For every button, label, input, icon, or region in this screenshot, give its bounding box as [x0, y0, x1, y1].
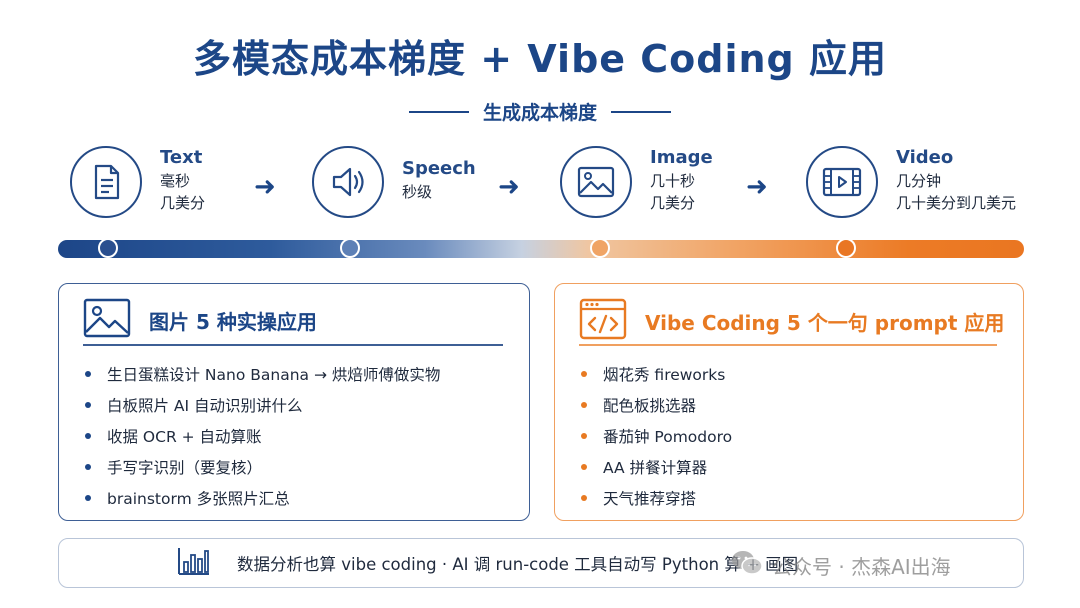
list-item: 番茄钟 Pomodoro [581, 420, 732, 451]
modality-video: Video 几分钟 几十美分到几美元 [806, 146, 1016, 218]
list-item: 配色板挑选器 [581, 389, 732, 420]
modality-name: Video [896, 147, 954, 168]
image-applications-list: 生日蛋糕设计 Nano Banana → 烘焙师傅做实物 白板照片 AI 自动识… [85, 358, 440, 513]
list-item-text: 手写字识别（要复核） [107, 458, 263, 477]
code-window-icon [579, 298, 627, 344]
vibe-coding-list: 烟花秀 fireworks 配色板挑选器 番茄钟 Pomodoro AA 拼餐计… [581, 358, 732, 513]
list-item-text: brainstorm 多张照片汇总 [107, 489, 290, 508]
bullet [581, 370, 587, 377]
card-divider [579, 344, 997, 346]
bar-chart-icon [177, 546, 211, 580]
modality-name: Image [650, 147, 713, 168]
bullet [581, 432, 587, 439]
modality-latency: 几分钟 [896, 172, 942, 190]
list-item: AA 拼餐计算器 [581, 451, 732, 482]
watermark: 公众号 · 杰森AI出海 [730, 548, 951, 582]
footer-banner: 数据分析也算 vibe coding · AI 调 run-code 工具自动写… [58, 538, 1024, 588]
modality-latency: 毫秒 [160, 172, 191, 190]
list-item-text: 白板照片 AI 自动识别讲什么 [107, 396, 303, 415]
bullet [581, 401, 587, 408]
subtitle-left-rule [408, 110, 469, 113]
bullet [85, 432, 91, 439]
bullet [85, 463, 91, 470]
list-item-text: AA 拼餐计算器 [603, 458, 708, 477]
subtitle-right-rule [611, 110, 671, 113]
subtitle: 生成成本梯度 [482, 102, 597, 124]
modality-image: Image 几十秒 几美分 [560, 146, 713, 218]
arrow-icon: ➜ [746, 172, 768, 202]
list-item-text: 天气推荐穿搭 [603, 489, 697, 508]
modality-cost: 几十美分到几美元 [896, 194, 1017, 212]
footer-text: 数据分析也算 vibe coding · AI 调 run-code 工具自动写… [237, 555, 799, 574]
list-item: 收据 OCR + 自动算账 [85, 420, 440, 451]
modality-speech: Speech 秒级 [312, 146, 476, 218]
list-item-text: 配色板挑选器 [603, 396, 697, 415]
bullet [85, 370, 91, 377]
list-item-text: 番茄钟 Pomodoro [603, 427, 733, 446]
scale-marker-image [590, 238, 610, 258]
picture-icon [83, 298, 131, 342]
modality-latency: 几十秒 [650, 172, 696, 190]
scale-marker-speech [340, 238, 360, 258]
speaker-icon [312, 146, 384, 218]
subtitle-row: 生成成本梯度 [0, 98, 1080, 125]
list-item: 天气推荐穿搭 [581, 482, 732, 513]
wechat-icon [730, 548, 764, 582]
document-icon [70, 146, 142, 218]
modality-text: Text 毫秒 几美分 [70, 146, 205, 218]
list-item-text: 烟花秀 fireworks [603, 365, 726, 384]
modality-cost: 几美分 [650, 194, 696, 212]
image-applications-card: 图片 5 种实操应用 生日蛋糕设计 Nano Banana → 烘焙师傅做实物 … [58, 283, 530, 521]
list-item-text: 收据 OCR + 自动算账 [107, 427, 262, 446]
list-item-text: 生日蛋糕设计 Nano Banana → 烘焙师傅做实物 [107, 365, 441, 384]
modality-latency: 秒级 [402, 183, 433, 201]
card-divider [83, 344, 503, 346]
card-title: Vibe Coding 5 个一句 prompt 应用 [645, 310, 1005, 335]
bullet [581, 463, 587, 470]
scale-marker-video [836, 238, 856, 258]
cost-gradient-bar [58, 240, 1024, 258]
list-item: 手写字识别（要复核） [85, 451, 440, 482]
bullet [581, 494, 587, 501]
modality-name: Speech [402, 158, 476, 179]
arrow-icon: ➜ [498, 172, 520, 202]
list-item: 白板照片 AI 自动识别讲什么 [85, 389, 440, 420]
scale-marker-text [98, 238, 118, 258]
bullet [85, 401, 91, 408]
bullet [85, 494, 91, 501]
video-icon [806, 146, 878, 218]
list-item: brainstorm 多张照片汇总 [85, 482, 440, 513]
picture-icon [560, 146, 632, 218]
vibe-coding-card: Vibe Coding 5 个一句 prompt 应用 烟花秀 firework… [554, 283, 1024, 521]
list-item: 生日蛋糕设计 Nano Banana → 烘焙师傅做实物 [85, 358, 440, 389]
page-title: 多模态成本梯度 + Vibe Coding 应用 [193, 37, 887, 81]
watermark-text: 公众号 · 杰森AI出海 [772, 554, 951, 579]
list-item: 烟花秀 fireworks [581, 358, 732, 389]
arrow-icon: ➜ [254, 172, 276, 202]
modality-cost: 几美分 [160, 194, 206, 212]
card-title: 图片 5 种实操应用 [149, 309, 317, 334]
modality-name: Text [160, 147, 203, 168]
